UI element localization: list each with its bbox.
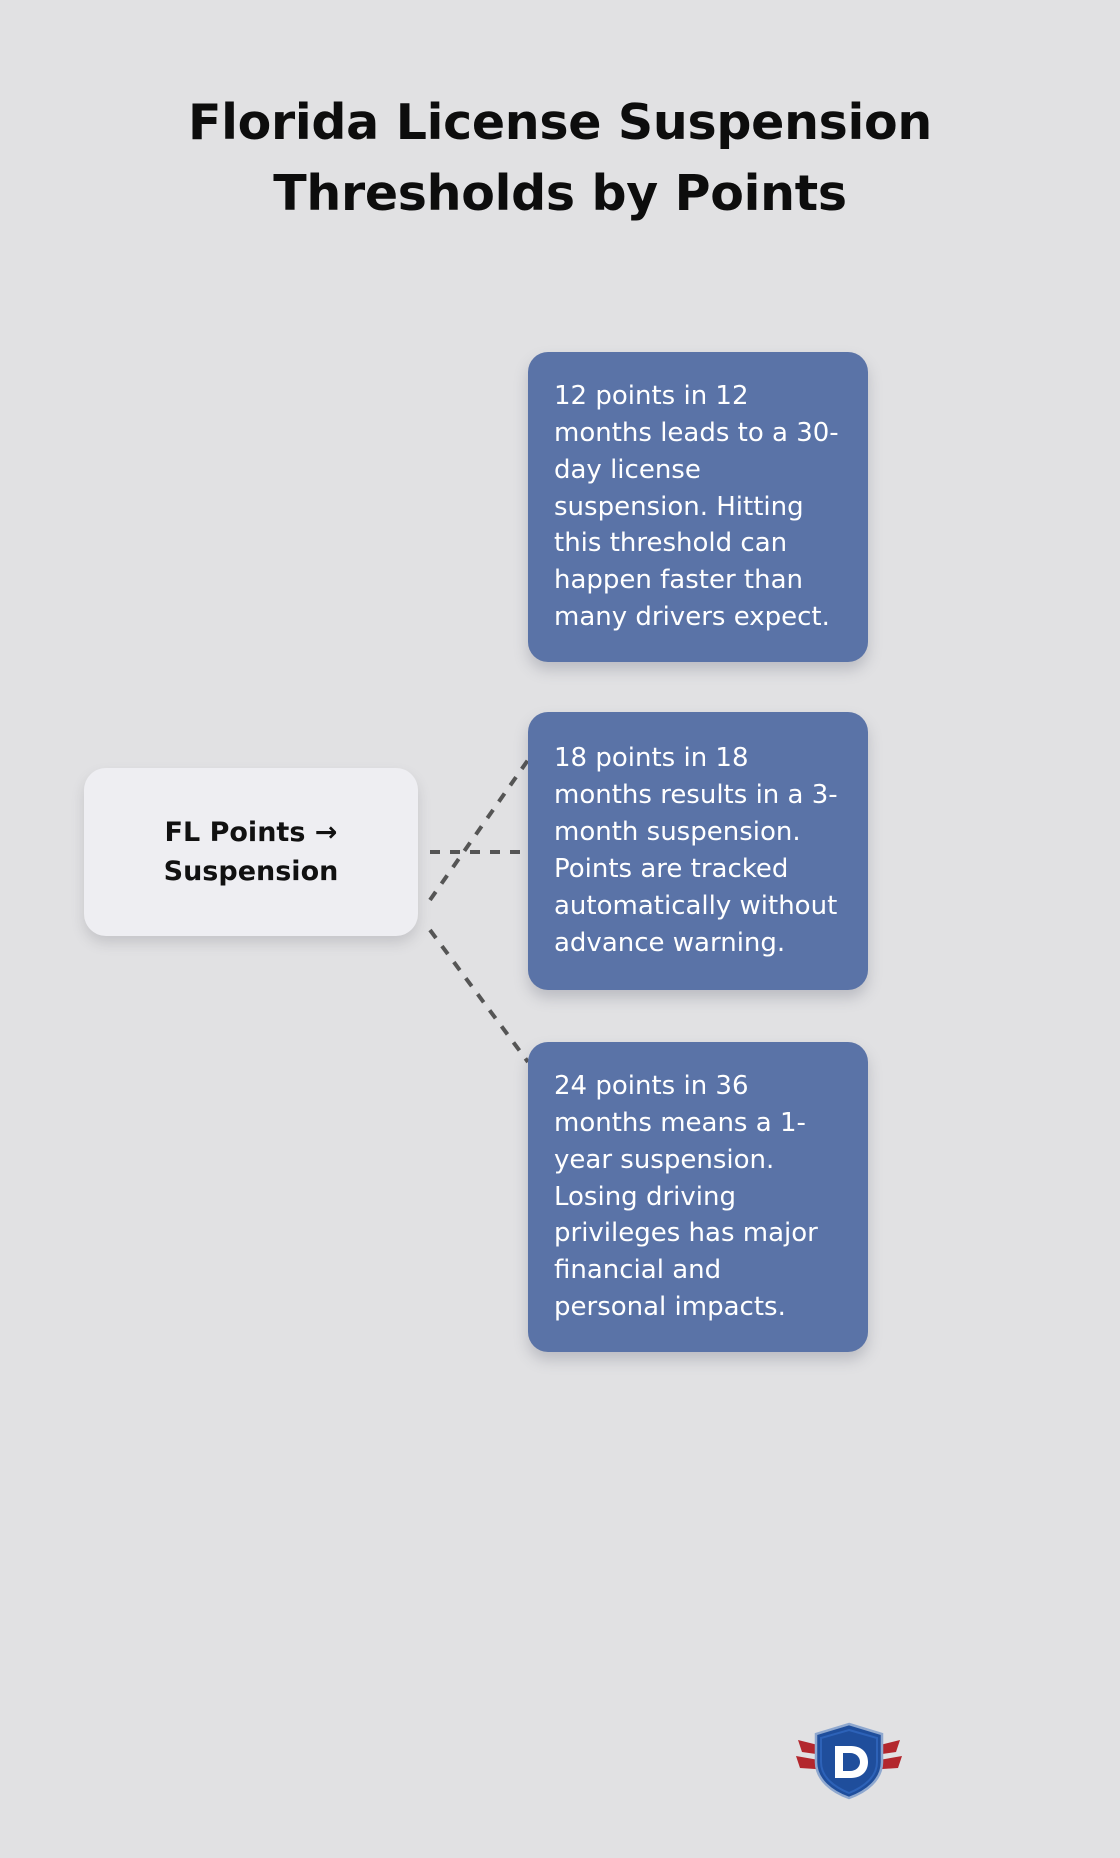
connector-to-branch-1 xyxy=(428,758,530,902)
branch-card-text: 12 points in 12 months leads to a 30-day… xyxy=(554,380,839,633)
page-title: Florida License Suspension Thresholds by… xyxy=(188,94,932,222)
shield-inner-outline xyxy=(820,1728,878,1795)
logo-letter-d xyxy=(835,1746,868,1778)
branch-card-text: 24 points in 36 months means a 1-year su… xyxy=(554,1070,818,1323)
center-node-label: FL Points → Suspension xyxy=(163,816,339,887)
center-node[interactable]: FL Points → Suspension xyxy=(84,768,418,936)
branch-card[interactable]: 18 points in 18 months results in a 3-mo… xyxy=(528,712,868,990)
branch-card-text: 18 points in 18 months results in a 3-mo… xyxy=(554,743,838,958)
branch-card[interactable]: 24 points in 36 months means a 1-year su… xyxy=(528,1042,868,1352)
branch-card[interactable]: 12 points in 12 months leads to a 30-day… xyxy=(528,352,868,662)
shield-icon xyxy=(814,1722,884,1800)
shield-wings-logo xyxy=(796,1722,902,1800)
connector-to-branch-3 xyxy=(428,928,530,1064)
